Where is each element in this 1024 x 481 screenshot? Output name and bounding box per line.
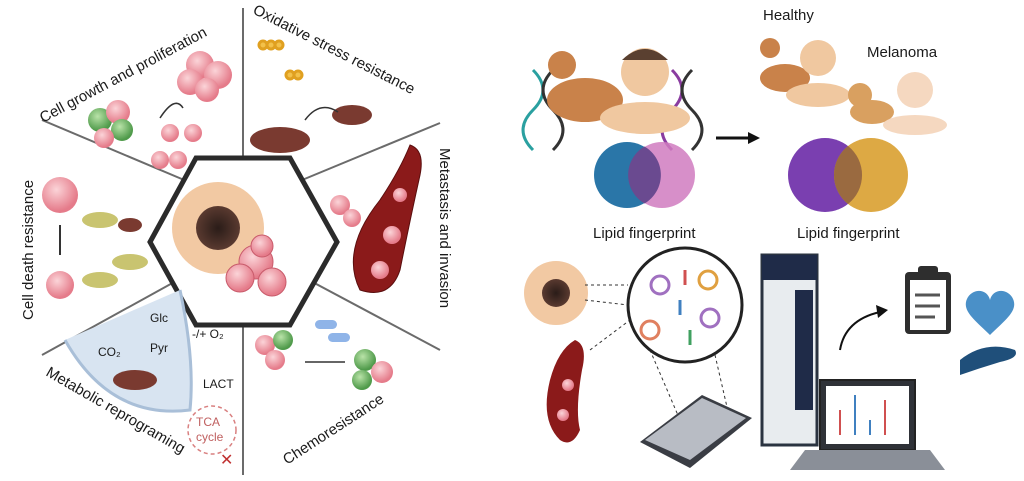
sample-vessel (546, 340, 584, 443)
well-plate (640, 395, 752, 468)
label-oxidative: Oxidative stress resistance (250, 1, 417, 98)
metabolic-lact: LACT (203, 377, 234, 391)
metabolic-oxygen: -/+ O₂ (192, 327, 224, 341)
growth-illustration (88, 51, 232, 169)
center-tumor (172, 182, 287, 297)
label-death: Cell death resistance (20, 180, 37, 320)
oxidative-illustration (250, 39, 372, 153)
death-illustration (42, 177, 148, 299)
cross-icon: ✕ (220, 452, 233, 469)
venn-right (788, 138, 908, 212)
label-chemo: Chemoresistance (280, 391, 387, 469)
label-melanoma: Melanoma (867, 44, 938, 61)
metabolic-tca-line2: cycle (196, 430, 224, 444)
label-lipid-fingerprint-left: Lipid fingerprint (593, 225, 696, 242)
sample-tumor (524, 261, 588, 325)
lipid-magnifier (626, 246, 744, 364)
result-arrow-head (876, 305, 888, 318)
lipidomics-workflow: Healthy Melanoma Lipid fingerprint Lipid… (521, 7, 1016, 470)
metabolic-co2: CO₂ (98, 345, 121, 359)
hallmarks-diagram: Glc Pyr CO₂ -/+ O₂ LACT TCA cycle ✕ Cell… (20, 1, 453, 475)
metabolic-pyr: Pyr (150, 341, 168, 355)
metabolic-illustration: Glc Pyr CO₂ -/+ O₂ LACT TCA cycle ✕ (63, 289, 237, 469)
heart-hand-icon (960, 290, 1016, 375)
label-lipid-fingerprint-right: Lipid fingerprint (797, 225, 900, 242)
laptop (790, 379, 945, 470)
result-arrow (839, 311, 881, 351)
dog-human-illustration (547, 48, 690, 134)
venn-left (594, 142, 695, 208)
metabolic-tca-line1: TCA (196, 415, 220, 429)
metabolic-glc: Glc (150, 311, 168, 325)
metastasis-illustration (330, 144, 422, 293)
clipboard-icon (905, 266, 951, 334)
arrow-head (748, 132, 760, 144)
chemo-illustration (255, 320, 393, 390)
label-healthy: Healthy (763, 7, 814, 24)
mass-spectrometer (760, 253, 819, 447)
healthy-melanoma-illustration (760, 38, 947, 135)
label-metastasis: Metastasis and invasion (436, 148, 453, 308)
